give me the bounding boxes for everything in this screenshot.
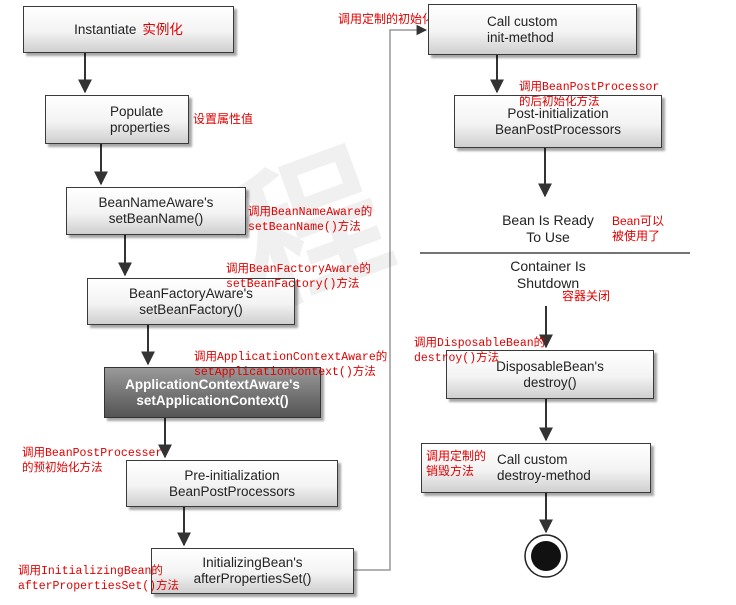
note-bean-factory-aware-line1: 调用BeanFactoryAware的 [226,263,371,276]
note-custom-destroy-line1: 调用定制的 [426,449,487,463]
box-custom-destroy-line1: Call custom [497,452,568,467]
box-application-context-aware: ApplicationContextAware's setApplication… [104,367,321,418]
note-bean-factory-aware: 调用BeanFactoryAware的 setBeanFactory()方法 [226,262,371,292]
box-disposable-bean-line1: DisposableBean's [496,358,604,374]
box-pre-initialization-line2: BeanPostProcessors [168,483,296,499]
note-custom-destroy-line2: 销毁方法 [426,464,475,478]
note-pre-initialization: 调用BeanPostProcesser 的预初始化方法 [22,446,162,476]
state-bean-ready: Bean Is Ready To Use [478,212,618,246]
box-post-initialization-line2: BeanPostProcessors [494,121,622,137]
note-bean-name-aware-line1: 调用BeanNameAware的 [248,206,373,219]
box-instantiate: Instantiate 实例化 [23,6,234,53]
note-pre-initialization-line2: 的预初始化方法 [22,462,103,475]
box-bean-name-aware-line2: setBeanName() [108,211,204,226]
box-post-initialization-line1: Post-initialization [507,105,609,121]
state-container-shutdown: Container Is Shutdown [478,258,618,292]
box-bean-factory-aware-line1: BeanFactoryAware's [129,285,253,301]
box-bean-name-aware-line1: BeanNameAware's [98,195,214,210]
note-disposable-bean-line2: destroy()方法 [414,352,500,365]
note-bean-factory-aware-line2: setBeanFactory()方法 [226,278,360,291]
box-custom-destroy-line2: destroy-method [497,468,591,483]
note-post-initialization: 调用BeanPostProcessor 的后初始化方法 [519,80,659,110]
note-bean-name-aware-line2: setBeanName()方法 [248,221,361,234]
state-bean-ready-line1: Bean Is Ready [502,212,594,228]
box-bean-factory-aware: BeanFactoryAware's setBeanFactory() [87,278,295,325]
box-bean-name-aware: BeanNameAware's setBeanName() [66,187,246,235]
note-custom-destroy: 调用定制的 销毁方法 [426,449,486,479]
note-application-context-aware: 调用ApplicationContextAware的 setApplicatio… [194,350,387,380]
note-populate: 设置属性值 [193,112,254,126]
box-bean-factory-aware-line2: setBeanFactory() [139,301,243,317]
end-node-inner [531,541,561,571]
box-instantiate-label: Instantiate [74,21,137,37]
note-disposable-bean: 调用DisposableBean的 destroy()方法 [414,336,545,366]
box-pre-initialization-line1: Pre-initialization [184,467,280,483]
box-initializing-bean: InitializingBean's afterPropertiesSet() [151,548,354,594]
box-custom-init-line1: Call custom [487,13,558,29]
box-initializing-bean-line1: InitializingBean's [202,555,303,570]
state-container-shutdown-line1: Container Is [510,258,586,274]
box-application-context-aware-line2: setApplicationContext() [136,392,289,408]
note-application-context-aware-line1: 调用ApplicationContextAware的 [194,351,388,364]
state-bean-ready-line2: To Use [526,229,570,245]
note-instantiate: 实例化 [142,21,183,37]
note-pre-initialization-line1: 调用BeanPostProcesser [22,447,163,460]
connector-to-custom-init [354,24,428,571]
box-populate-line1: Populate [110,103,164,119]
box-disposable-bean-line2: destroy() [523,374,577,390]
box-custom-init-line2: init-method [487,29,554,45]
note-bean-ready: Bean可以 被使用了 [612,214,664,244]
box-custom-init: Call custom init-method [428,4,637,55]
box-populate-line2: properties [110,119,171,135]
note-post-initialization-line1: 调用BeanPostProcessor [519,81,660,94]
note-disposable-bean-line1: 调用DisposableBean的 [414,337,546,350]
note-bean-ready-line1: Bean可以 [612,214,665,228]
note-container-shutdown: 容器关闭 [562,289,611,303]
state-container-shutdown-line2: Shutdown [516,275,580,291]
note-bean-name-aware: 调用BeanNameAware的 setBeanName()方法 [248,205,372,235]
box-post-initialization: Post-initialization BeanPostProcessors [454,95,662,148]
box-application-context-aware-line1: ApplicationContextAware's [125,376,300,392]
note-initializing-bean-line2: afterPropertiesSet()方法 [18,580,180,593]
box-pre-initialization: Pre-initialization BeanPostProcessors [126,460,338,507]
note-application-context-aware-line2: setApplicationContext()方法 [194,366,376,379]
box-populate: Populate properties [45,95,189,144]
box-custom-destroy: Call custom destroy-method [421,443,651,493]
note-post-initialization-line2: 的后初始化方法 [519,96,600,109]
box-initializing-bean-line2: afterPropertiesSet() [193,571,312,586]
box-disposable-bean: DisposableBean's destroy() [446,350,654,399]
note-initializing-bean-line1: 调用InitializingBean的 [18,565,163,578]
note-initializing-bean: 调用InitializingBean的 afterPropertiesSet()… [18,564,179,594]
note-bean-ready-line2: 被使用了 [612,229,661,243]
